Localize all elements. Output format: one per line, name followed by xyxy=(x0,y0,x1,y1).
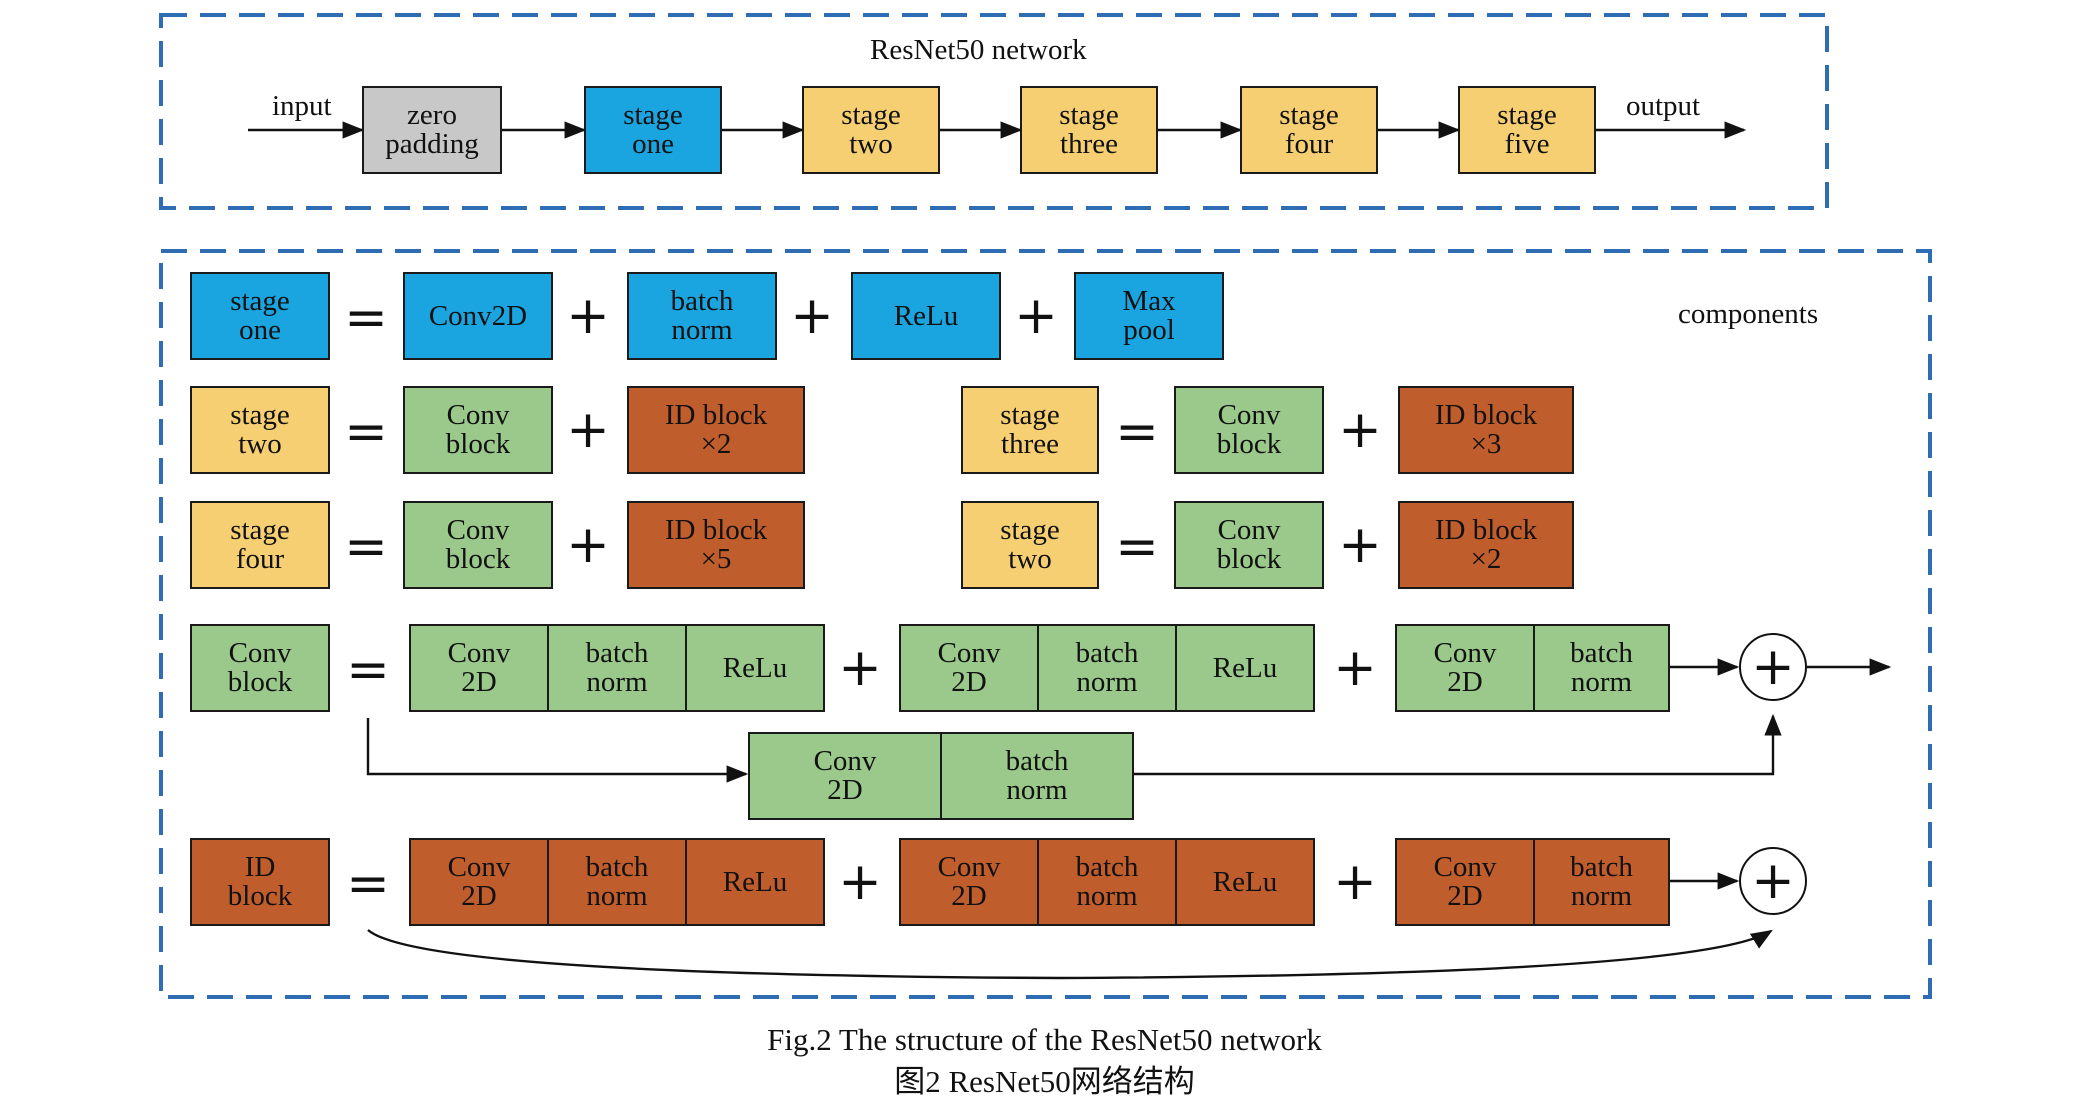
stage-three-block: stage three xyxy=(1020,86,1158,174)
row1-conv2d: Conv2D xyxy=(403,272,553,360)
conv-block-g2-conv2d: Conv 2D xyxy=(899,624,1039,712)
row1-equals: = xyxy=(344,288,388,348)
stage-five-block: stage five xyxy=(1458,86,1596,174)
bottom-panel-frame xyxy=(159,249,1932,999)
top-panel-frame xyxy=(159,13,1829,210)
row3-conv-block-left: Conv block xyxy=(403,501,553,589)
row2-stage-three: stage three xyxy=(961,386,1099,474)
zero-padding-block: zero padding xyxy=(362,86,502,174)
id-block-equals: = xyxy=(346,854,390,914)
row1-batch-norm: batch norm xyxy=(627,272,777,360)
row3-conv-block-right: Conv block xyxy=(1174,501,1324,589)
conv-block-g1-conv2d: Conv 2D xyxy=(409,624,549,712)
conv-block-plus-1: + xyxy=(838,638,882,698)
top-panel-title: ResNet50 network xyxy=(870,34,1087,66)
id-block-g2-relu: ReLu xyxy=(1175,838,1315,926)
row2-plus-left: + xyxy=(566,400,610,460)
row1-relu: ReLu xyxy=(851,272,1001,360)
conv-block-g1-batch-norm: batch norm xyxy=(547,624,687,712)
id-block-plus-2: + xyxy=(1333,852,1377,912)
row2-id-block-x2: ID block ×2 xyxy=(627,386,805,474)
conv-block-g3-conv2d: Conv 2D xyxy=(1395,624,1535,712)
row1-plus-3: + xyxy=(1014,286,1058,346)
id-block-arrows xyxy=(367,872,1773,980)
input-label: input xyxy=(272,90,332,122)
row3-stage-two: stage two xyxy=(961,501,1099,589)
id-block-lhs: ID block xyxy=(190,838,330,926)
id-block-g1-batch-norm: batch norm xyxy=(547,838,687,926)
id-block-g1-relu: ReLu xyxy=(685,838,825,926)
row2-plus-right: + xyxy=(1338,400,1382,460)
row2-equals-right: = xyxy=(1115,402,1159,462)
row3-id-block-x5: ID block ×5 xyxy=(627,501,805,589)
row3-plus-left: + xyxy=(566,515,610,575)
conv-block-g1-relu: ReLu xyxy=(685,624,825,712)
row1-plus-1: + xyxy=(566,286,610,346)
stage-four-block: stage four xyxy=(1240,86,1378,174)
id-block-g2-batch-norm: batch norm xyxy=(1037,838,1177,926)
id-block-g1-conv2d: Conv 2D xyxy=(409,838,549,926)
id-block-g2-conv2d: Conv 2D xyxy=(899,838,1039,926)
id-block-g3-conv2d: Conv 2D xyxy=(1395,838,1535,926)
id-block-add-node: + xyxy=(1739,847,1807,915)
id-block-g3-batch-norm: batch norm xyxy=(1533,838,1670,926)
row3-equals-left: = xyxy=(344,517,388,577)
conv-block-shortcut-conv2d: Conv 2D xyxy=(748,732,942,820)
row3-id-block-x2: ID block ×2 xyxy=(1398,501,1574,589)
conv-block-equals: = xyxy=(346,640,390,700)
row2-conv-block-right: Conv block xyxy=(1174,386,1324,474)
conv-block-add-node: + xyxy=(1739,633,1807,701)
row2-id-block-x3: ID block ×3 xyxy=(1398,386,1574,474)
stage-one-block: stage one xyxy=(584,86,722,174)
stage-two-block: stage two xyxy=(802,86,940,174)
id-block-plus-1: + xyxy=(838,852,882,912)
conv-block-g2-batch-norm: batch norm xyxy=(1037,624,1177,712)
row2-equals-left: = xyxy=(344,402,388,462)
components-label: components xyxy=(1678,298,1819,330)
caption-chinese: 图2 ResNet50网络结构 xyxy=(894,1064,1195,1099)
row2-stage-two: stage two xyxy=(190,386,330,474)
row1-plus-2: + xyxy=(790,286,834,346)
row1-max-pool: Max pool xyxy=(1074,272,1224,360)
conv-block-plus-2: + xyxy=(1333,638,1377,698)
row2-conv-block-left: Conv block xyxy=(403,386,553,474)
caption-english: Fig.2 The structure of the ResNet50 netw… xyxy=(767,1022,1322,1057)
row3-equals-right: = xyxy=(1115,517,1159,577)
conv-block-g3-batch-norm: batch norm xyxy=(1533,624,1670,712)
conv-block-g2-relu: ReLu xyxy=(1175,624,1315,712)
conv-block-arrows xyxy=(366,658,1892,783)
row3-stage-four: stage four xyxy=(190,501,330,589)
row3-plus-right: + xyxy=(1338,515,1382,575)
conv-block-lhs: Conv block xyxy=(190,624,330,712)
output-label: output xyxy=(1626,90,1701,122)
row1-stage-one: stage one xyxy=(190,272,330,360)
conv-block-shortcut-batch-norm: batch norm xyxy=(940,732,1134,820)
